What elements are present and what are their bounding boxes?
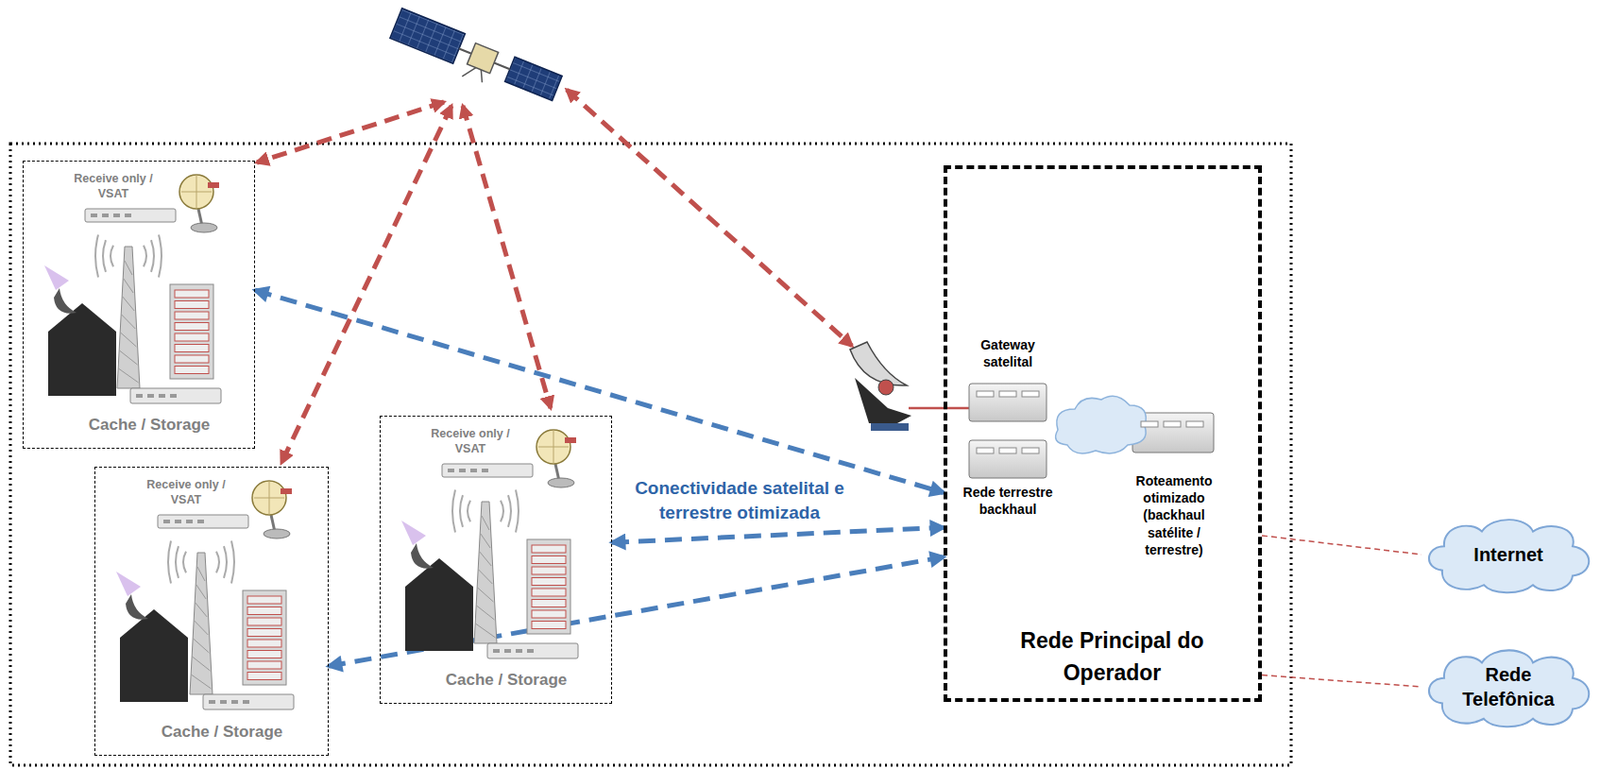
gateway-dish xyxy=(850,341,970,431)
equipment-label: Receive only / VSAT xyxy=(423,425,518,458)
node-title: Rede Principal do Operador xyxy=(994,625,1231,689)
site-box: Receive only / VSAT Cache / Storage xyxy=(94,466,329,756)
equipment-label: Rede terrestre backhaul xyxy=(946,483,1070,518)
satellite-links xyxy=(256,89,852,463)
connector xyxy=(328,557,944,667)
satellite xyxy=(387,8,564,112)
site-equipment-icons xyxy=(95,467,330,757)
cloud-node: Rede Telefônica xyxy=(1421,645,1596,729)
site-box: Receive only / VSAT Cache / Storage xyxy=(22,160,256,449)
equipment-label: Roteamento otimizado (backhaul satélite … xyxy=(1122,472,1226,559)
node-title: Rede Telefônica xyxy=(1451,662,1566,712)
site-equipment-icons xyxy=(380,416,613,705)
equipment-label: Receive only / VSAT xyxy=(66,170,161,203)
storage-label: Cache / Storage xyxy=(88,415,211,435)
connector xyxy=(255,289,944,493)
storage-label: Cache / Storage xyxy=(445,670,568,690)
equipment-label: Receive only / VSAT xyxy=(138,476,234,509)
storage-label: Cache / Storage xyxy=(161,722,284,742)
node-title: Internet xyxy=(1473,542,1543,567)
equipment-label: Gateway satelital xyxy=(955,336,1060,371)
connector xyxy=(1261,535,1422,555)
outer-dotted-border xyxy=(10,143,1292,766)
cloud-node: Internet xyxy=(1421,514,1596,595)
cloud-outline xyxy=(1421,645,1596,729)
edge-label: Conectividade satelital e terrestre otim… xyxy=(615,476,864,525)
connector xyxy=(1261,675,1422,687)
connector xyxy=(612,527,944,543)
core-equipment xyxy=(969,383,1214,478)
site-box: Receive only / VSAT Cache / Storage xyxy=(379,415,613,704)
site-equipment-icons xyxy=(23,161,256,450)
core-network-box: Rede Principal do Operador xyxy=(943,165,1262,702)
